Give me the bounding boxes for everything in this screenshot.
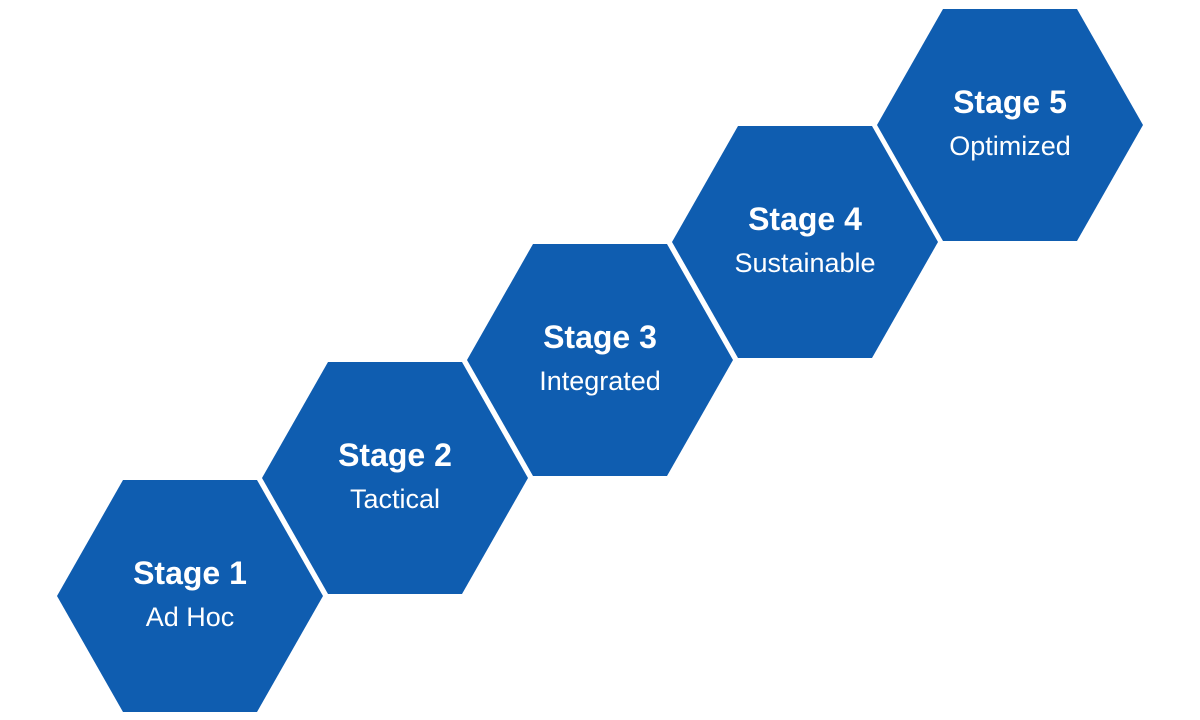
stage-3-hex-shape	[467, 244, 733, 476]
stage-5-hexagon: Stage 5 Optimized	[877, 9, 1143, 241]
stage-1-hex-shape	[57, 480, 323, 712]
stage-2-title: Stage 2	[338, 437, 452, 473]
stage-3-subtitle: Integrated	[539, 366, 661, 396]
stage-1-subtitle: Ad Hoc	[146, 602, 235, 632]
stage-2-hexagon: Stage 2 Tactical	[262, 362, 528, 594]
stage-4-subtitle: Sustainable	[734, 248, 875, 278]
stage-3-title: Stage 3	[543, 319, 657, 355]
stage-1-title: Stage 1	[133, 555, 247, 591]
stage-4-hexagon: Stage 4 Sustainable	[672, 126, 938, 358]
stage-4-title: Stage 4	[748, 201, 862, 237]
stage-5-hex-shape	[877, 9, 1143, 241]
stage-2-hex-shape	[262, 362, 528, 594]
stage-4-hex-shape	[672, 126, 938, 358]
stage-2-subtitle: Tactical	[350, 484, 440, 514]
stage-5-title: Stage 5	[953, 84, 1067, 120]
stage-1-hexagon: Stage 1 Ad Hoc	[57, 480, 323, 712]
stage-3-hexagon: Stage 3 Integrated	[467, 244, 733, 476]
stage-5-subtitle: Optimized	[949, 131, 1071, 161]
